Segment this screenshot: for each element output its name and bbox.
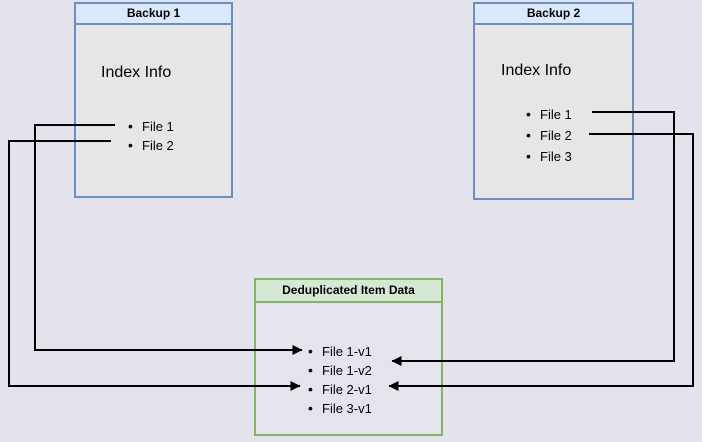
backup2-title: Backup 2 [475,4,632,25]
backup1-file-list: File 1File 2 [128,117,174,155]
backup2-index-info-label: Index Info [501,62,572,79]
file-list-item: File 2-v1 [308,380,372,399]
backup2-file-list: File 1File 2File 3 [526,104,572,167]
file-list-item: File 3-v1 [308,399,372,418]
backup2-node: Backup 2 Index Info File 1File 2File 3 [473,2,634,200]
dedup-file-list: File 1-v1File 1-v2File 2-v1File 3-v1 [308,342,372,418]
file-list-item: File 1 [128,117,174,136]
file-list-item: File 1-v1 [308,342,372,361]
backup1-title: Backup 1 [76,4,231,25]
dedup-title: Deduplicated Item Data [256,280,441,303]
file-list-item: File 2 [526,125,572,146]
backup1-index-info-label: Index Info [101,64,172,81]
file-list-item: File 3 [526,146,572,167]
file-list-item: File 1 [526,104,572,125]
backup1-node: Backup 1 Index Info File 1File 2 [74,2,233,198]
deduplicated-item-data-node: Deduplicated Item Data File 1-v1File 1-v… [254,278,443,436]
file-list-item: File 2 [128,136,174,155]
file-list-item: File 1-v2 [308,361,372,380]
